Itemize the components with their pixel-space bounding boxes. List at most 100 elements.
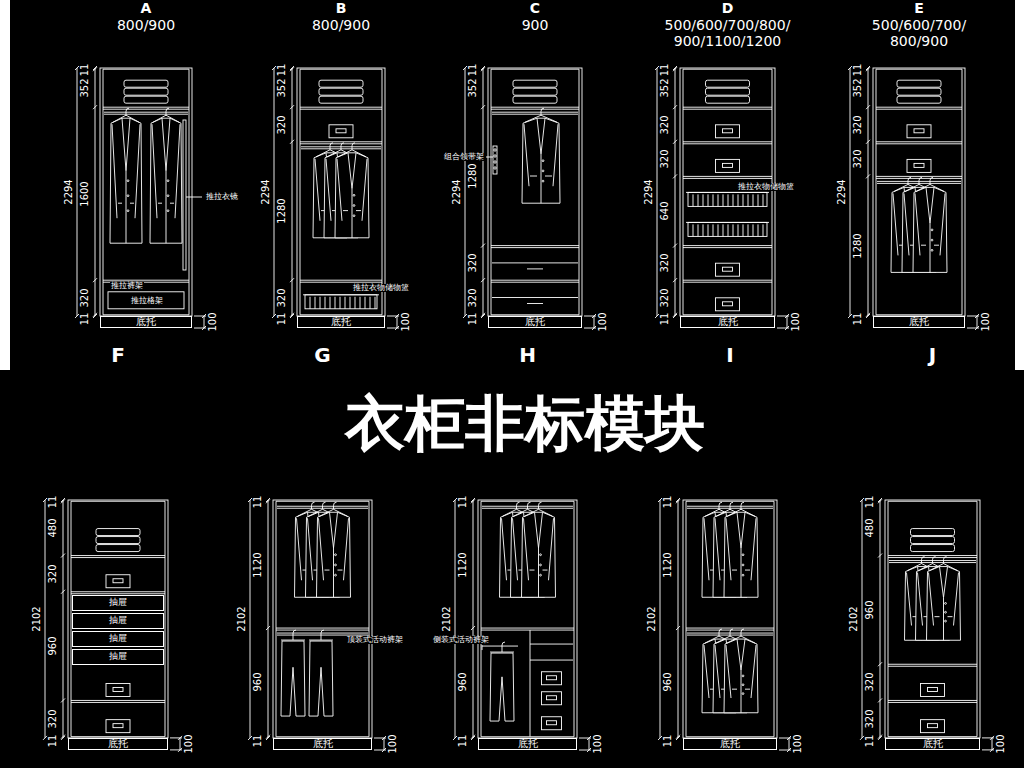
jacket-sleeve [715, 518, 720, 580]
hanger [338, 150, 366, 157]
extension-line [779, 750, 791, 751]
jacket-sleeve [704, 518, 709, 580]
dimension-line [268, 500, 269, 738]
jacket-sleeve [929, 573, 934, 626]
folded-clothes [319, 88, 363, 95]
extension-line [374, 750, 386, 751]
extension-line [374, 738, 386, 739]
dimension-tick [290, 278, 294, 282]
jacket-button [742, 574, 744, 576]
jacket-button [931, 239, 933, 241]
jacket-sleeve [112, 124, 117, 218]
tie-hook [494, 161, 496, 163]
jacket-sleeve [344, 518, 349, 580]
dimension-label: 960 [458, 673, 468, 692]
dimension-label: 2294 [837, 179, 847, 204]
shelf-panel [530, 660, 573, 661]
shelf-panel [683, 282, 772, 283]
dimension-label: 2102 [32, 606, 42, 631]
jacket-pocket [158, 203, 162, 204]
shelf-panel [683, 143, 772, 144]
dimension-label: 100 [981, 312, 991, 331]
hanger-hook [321, 630, 324, 640]
side-panel [276, 501, 277, 737]
shelf-panel [491, 280, 579, 281]
box-tag [928, 724, 938, 728]
jacket-sleeve [915, 193, 920, 255]
annotation-label: 推拉衣镜 [205, 193, 239, 201]
jacket-sleeve [326, 159, 331, 221]
dimension-label: 11 [48, 496, 58, 509]
folded-clothes [319, 80, 363, 87]
jacket-lapel [926, 187, 934, 272]
dimension-label: 352 [80, 79, 90, 98]
basket-slat [723, 224, 724, 236]
folded-clothes [96, 537, 140, 544]
box-tag [928, 687, 938, 691]
dimension-tick [673, 67, 677, 71]
drawer-handle [527, 268, 543, 269]
basket-slat [350, 297, 351, 309]
basket-slat [738, 194, 739, 206]
jacket-lapel [940, 567, 948, 641]
basket-slat [698, 224, 699, 236]
pull-out-basket [688, 192, 767, 206]
shelf-panel [481, 501, 574, 502]
jacket-sleeve [513, 518, 518, 580]
hanging-rail [104, 112, 188, 113]
storage-box [106, 575, 130, 588]
dimension-label: 960 [663, 673, 673, 692]
folded-clothes [96, 529, 140, 536]
box-tag [547, 696, 557, 700]
dimension-tick [866, 140, 870, 144]
jacket-button [335, 574, 337, 576]
jacket-button [742, 684, 744, 686]
basket-slat [743, 224, 744, 236]
basket-slat [758, 194, 759, 206]
storage-box [907, 125, 931, 138]
hanger-hook [293, 630, 296, 640]
dimension-label: 320 [660, 150, 670, 169]
shelf-panel [686, 628, 774, 629]
jacket-button [931, 229, 933, 231]
annotation-label: 推拉格架 [130, 297, 164, 305]
jacket-sleeve [751, 645, 756, 698]
hanger [153, 115, 179, 122]
dimension-tick [471, 626, 475, 630]
jacket-sleeve [135, 124, 140, 218]
folded-clothes [124, 80, 168, 87]
dimension-label: 2102 [237, 606, 247, 631]
jacket-sleeve [553, 124, 558, 186]
node-text: 抽屉 [109, 634, 127, 643]
annotation-label: 顶装式活动裤架 [346, 636, 404, 644]
extension-line [170, 737, 182, 738]
dimension-tick [673, 174, 677, 178]
basket-rim [303, 294, 379, 295]
basket-slat [728, 194, 729, 206]
dimension-label: 2294 [261, 179, 271, 204]
dimension-line [274, 68, 275, 316]
shelf-panel [888, 702, 977, 703]
drawer-front: 抽屉 [72, 595, 164, 611]
jacket-button [542, 180, 544, 182]
module-letter: H [519, 345, 536, 365]
shelf-panel [876, 109, 962, 110]
shelf-panel [683, 141, 772, 142]
jacket-button [945, 611, 947, 613]
dimension-tick [848, 66, 852, 70]
jacket-pocket [343, 210, 348, 211]
dimension-label: 1280 [468, 164, 478, 189]
width-label: 900 [460, 17, 610, 33]
extension-line [194, 328, 206, 329]
dimension-tick [878, 499, 882, 503]
basket-slat [713, 224, 714, 236]
pull-out-basket [688, 222, 767, 236]
drawer-front: 抽屉 [72, 613, 164, 629]
dimension-label: 320 [865, 709, 875, 728]
jacket-sleeve [893, 193, 898, 255]
extension-line [584, 316, 596, 317]
dimension-tick [866, 105, 870, 109]
box-tag [547, 676, 557, 680]
dimension-tick [878, 554, 882, 558]
jacket-pocket [745, 570, 750, 571]
